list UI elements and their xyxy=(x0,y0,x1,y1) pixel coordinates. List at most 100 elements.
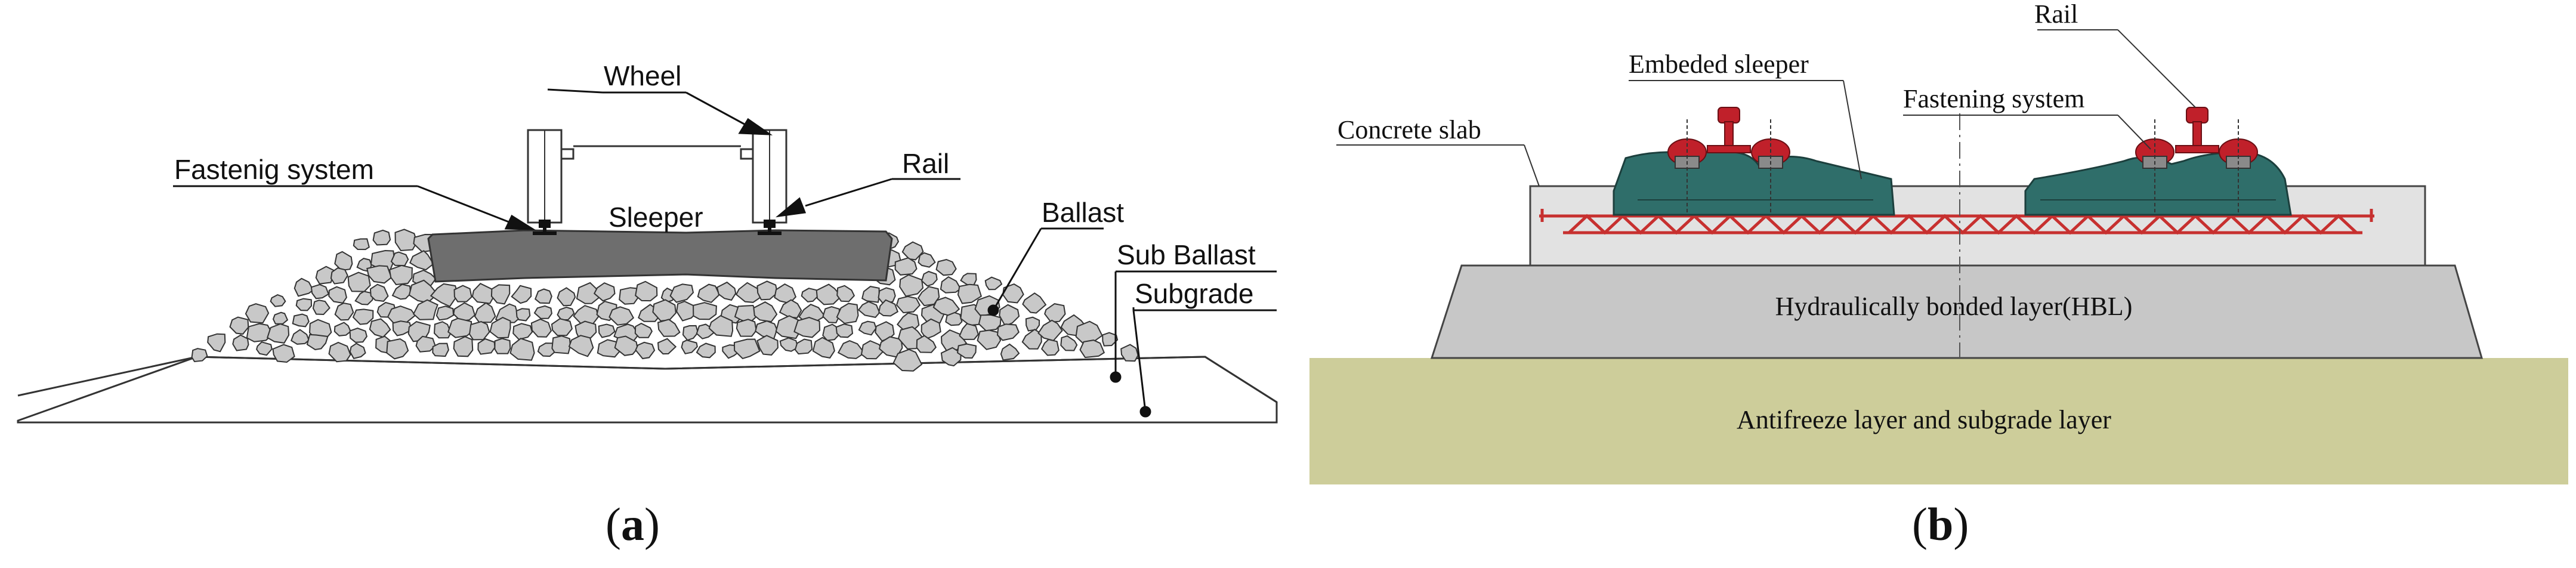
ballast-stone xyxy=(245,303,270,324)
ballast-stone xyxy=(352,308,374,325)
label-rail-b: Rail xyxy=(2034,0,2078,29)
ballast-stone xyxy=(957,283,982,304)
ballast-stone xyxy=(272,311,289,325)
ballast-stone xyxy=(468,321,490,341)
ballast-stone xyxy=(899,274,924,297)
ballast-stone xyxy=(391,283,412,300)
ballast-stone xyxy=(229,316,249,335)
antifreeze-layer xyxy=(1309,358,2568,484)
ballast-stone xyxy=(232,334,249,351)
ballast-stone xyxy=(551,335,571,354)
ballast-stone xyxy=(369,318,391,338)
label-wheel: Wheel xyxy=(604,60,681,91)
ballast-stone xyxy=(576,282,603,304)
embedded-sleeper-right xyxy=(2024,151,2292,216)
ballast-stone xyxy=(736,319,757,337)
ballast-stone xyxy=(294,277,314,297)
ballast-stone xyxy=(509,338,535,361)
ballast-stone xyxy=(1120,344,1139,362)
rail-b-right xyxy=(2175,107,2219,153)
ballast-stone xyxy=(836,285,855,302)
rebar-mesh xyxy=(1539,209,2374,235)
ballast-stone xyxy=(412,299,438,320)
ballast-stone xyxy=(557,287,576,307)
ballast-stone xyxy=(793,317,821,338)
label-rail-a: Rail xyxy=(902,148,949,179)
ballast-stone xyxy=(657,319,681,337)
ballast-stone xyxy=(272,344,295,363)
ballast-stone xyxy=(347,271,371,292)
label-antifreeze: Antifreeze layer and subgrade layer xyxy=(1737,405,2111,434)
ballast-stone xyxy=(960,273,977,287)
label-concrete-slab: Concrete slab xyxy=(1338,115,1481,144)
ballast-stone xyxy=(315,266,335,285)
ballast-stone xyxy=(330,267,348,285)
ballast-stone xyxy=(490,284,511,305)
ballast-stone xyxy=(191,348,208,363)
ballast-stone xyxy=(435,305,455,321)
ballast-stone xyxy=(756,335,779,356)
ballast-stone xyxy=(857,301,881,318)
label-sub-ballast: Sub Ballast xyxy=(1117,239,1256,270)
label-ballast: Ballast xyxy=(1042,197,1124,228)
ballast-stone xyxy=(635,280,658,302)
ballast-stone xyxy=(333,322,352,337)
panel-a: Sleeper xyxy=(17,60,1278,550)
ballast-stone xyxy=(312,300,331,316)
ballast-stone xyxy=(681,339,698,354)
label-sleeper: Sleeper xyxy=(609,202,703,233)
ballast-stone xyxy=(474,302,496,323)
ballast-stone xyxy=(779,337,799,352)
ballast-stone xyxy=(836,302,859,325)
ballast-stone xyxy=(696,342,716,359)
ballast-stone xyxy=(388,264,413,286)
ballast-stone xyxy=(635,341,656,360)
label-embedded-sleeper: Embeded sleeper xyxy=(1629,50,1809,79)
ballast-stone xyxy=(433,321,452,339)
ballast-stone xyxy=(756,280,778,301)
ballast-stone xyxy=(984,276,1003,291)
ballast-stone xyxy=(957,343,977,359)
ballast-stone xyxy=(901,241,924,261)
ballast-stone xyxy=(1000,343,1020,361)
ballast-stone xyxy=(733,338,761,360)
ballast-stone xyxy=(794,338,813,355)
label-fastening-a: Fastenig system xyxy=(174,154,374,185)
ballast-stone xyxy=(916,335,937,353)
ballast-stone xyxy=(270,294,286,307)
ballast-stone xyxy=(977,329,1002,350)
ballast-stone xyxy=(921,270,938,287)
label-fastening-b: Fastening system xyxy=(1903,84,2084,113)
ballast-stone xyxy=(918,252,936,268)
ballast-stone xyxy=(408,279,438,304)
ballast-stone xyxy=(835,323,854,338)
ballast-stone xyxy=(512,323,533,340)
ballast-stone xyxy=(812,337,835,359)
ballast-stone xyxy=(551,318,573,337)
ballast-stone xyxy=(614,335,638,356)
ballast-stone xyxy=(945,311,963,326)
ballast-stone xyxy=(256,341,273,356)
ballast-stone xyxy=(1060,335,1078,351)
ballast-stone xyxy=(386,338,409,360)
ballast-stone xyxy=(430,283,459,307)
ballast-stone xyxy=(372,229,391,246)
ballast-stone xyxy=(568,335,594,357)
ballast-stone xyxy=(557,306,575,321)
ballast-stone xyxy=(432,342,449,357)
ballast-stone xyxy=(328,286,347,304)
ballast-stone xyxy=(598,323,616,338)
ballast-stone xyxy=(415,335,436,353)
label-subgrade: Subgrade xyxy=(1135,278,1254,309)
ballast-stone xyxy=(292,313,310,328)
ballast-stone xyxy=(697,283,721,303)
ballast-stone xyxy=(921,318,941,340)
ballast-stone xyxy=(779,299,802,319)
ballast-stone xyxy=(447,317,472,338)
ballast-stone xyxy=(894,257,918,276)
ballast-stone xyxy=(349,342,366,359)
subgrade-layer xyxy=(17,356,1278,424)
ballast-stone xyxy=(1037,319,1063,342)
sleeper xyxy=(427,229,893,283)
